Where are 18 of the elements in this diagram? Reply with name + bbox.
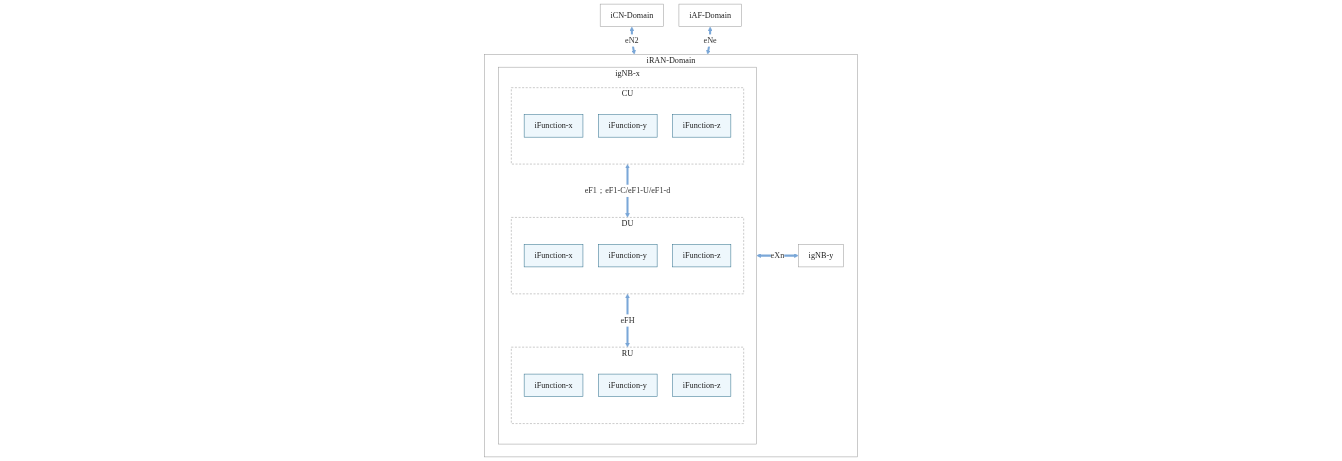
edge-label: eN2 bbox=[625, 35, 639, 45]
node-box: iFunction-z bbox=[672, 114, 732, 138]
node-box: iFunction-y bbox=[598, 373, 658, 397]
edge-label: eNe bbox=[703, 35, 717, 45]
node-box: iFunction-z bbox=[672, 373, 732, 397]
node-box: igNB-y bbox=[798, 244, 844, 268]
edge-label: eXn bbox=[770, 251, 785, 260]
node-box: iFunction-y bbox=[598, 244, 658, 268]
node-box: iFunction-x bbox=[523, 114, 584, 138]
edge-label: eF1；eF1-C/eF1-U/eF1-d bbox=[584, 186, 671, 195]
edge-label: eFH bbox=[620, 315, 635, 325]
node-box: iAF-Domain bbox=[678, 3, 742, 27]
node-box: iFunction-y bbox=[598, 114, 658, 138]
node-box: iCN-Domain bbox=[599, 3, 664, 27]
arrow bbox=[625, 293, 630, 348]
node-box: iFunction-x bbox=[523, 244, 584, 268]
node-box: iFunction-x bbox=[523, 373, 584, 397]
node-box: iFunction-z bbox=[672, 244, 732, 268]
